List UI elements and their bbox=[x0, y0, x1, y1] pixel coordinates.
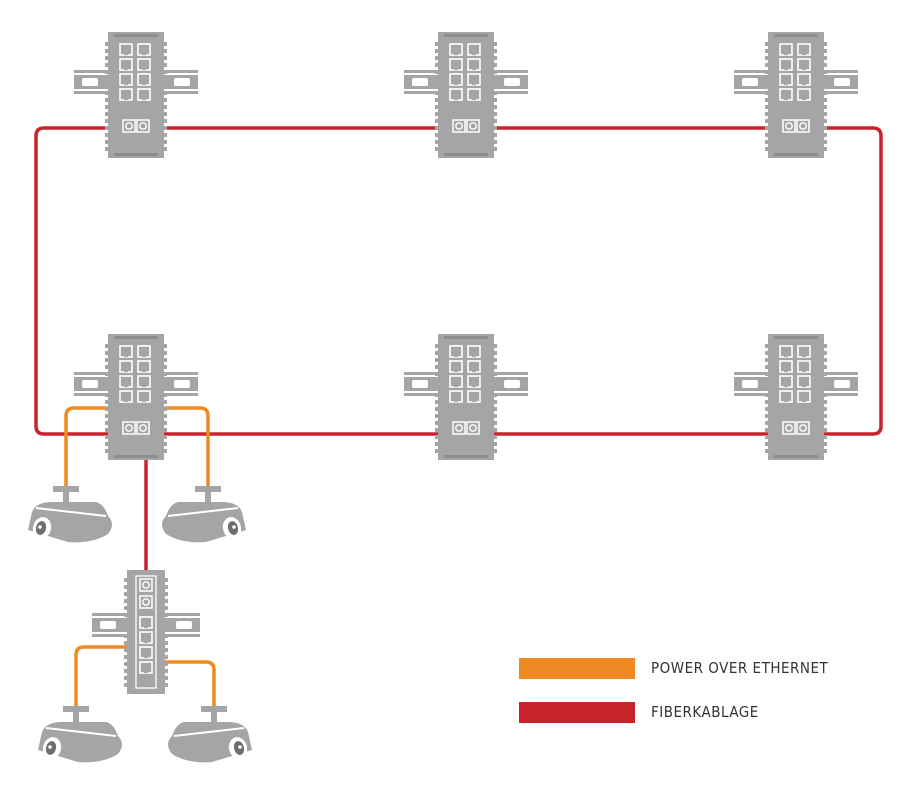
camera-4 bbox=[168, 706, 252, 763]
fiber-ring-link bbox=[34, 126, 883, 436]
switch-branch bbox=[92, 570, 200, 694]
legend-swatch-fiber bbox=[519, 702, 635, 723]
devices-layer bbox=[28, 32, 858, 763]
switch-top-middle bbox=[404, 32, 528, 158]
camera-3 bbox=[38, 706, 122, 763]
switch-top-right bbox=[734, 32, 858, 158]
legend-label-poe: POWER OVER ETHERNET bbox=[651, 659, 829, 677]
legend-swatch-poe bbox=[519, 658, 635, 679]
camera-2 bbox=[162, 486, 246, 543]
poe-camera-3-link bbox=[74, 645, 129, 708]
camera-1 bbox=[28, 486, 112, 543]
poe-camera-2-link bbox=[163, 406, 210, 489]
poe-camera-4-link bbox=[160, 660, 216, 708]
switch-top-left bbox=[74, 32, 198, 158]
switch-bottom-middle bbox=[404, 334, 528, 460]
links-layer bbox=[34, 126, 883, 708]
switch-bottom-right bbox=[734, 334, 858, 460]
poe-camera-1-link bbox=[64, 406, 110, 489]
switch-bottom-left bbox=[74, 334, 198, 460]
legend-label-fiber: FIBERKABLAGE bbox=[651, 703, 759, 721]
